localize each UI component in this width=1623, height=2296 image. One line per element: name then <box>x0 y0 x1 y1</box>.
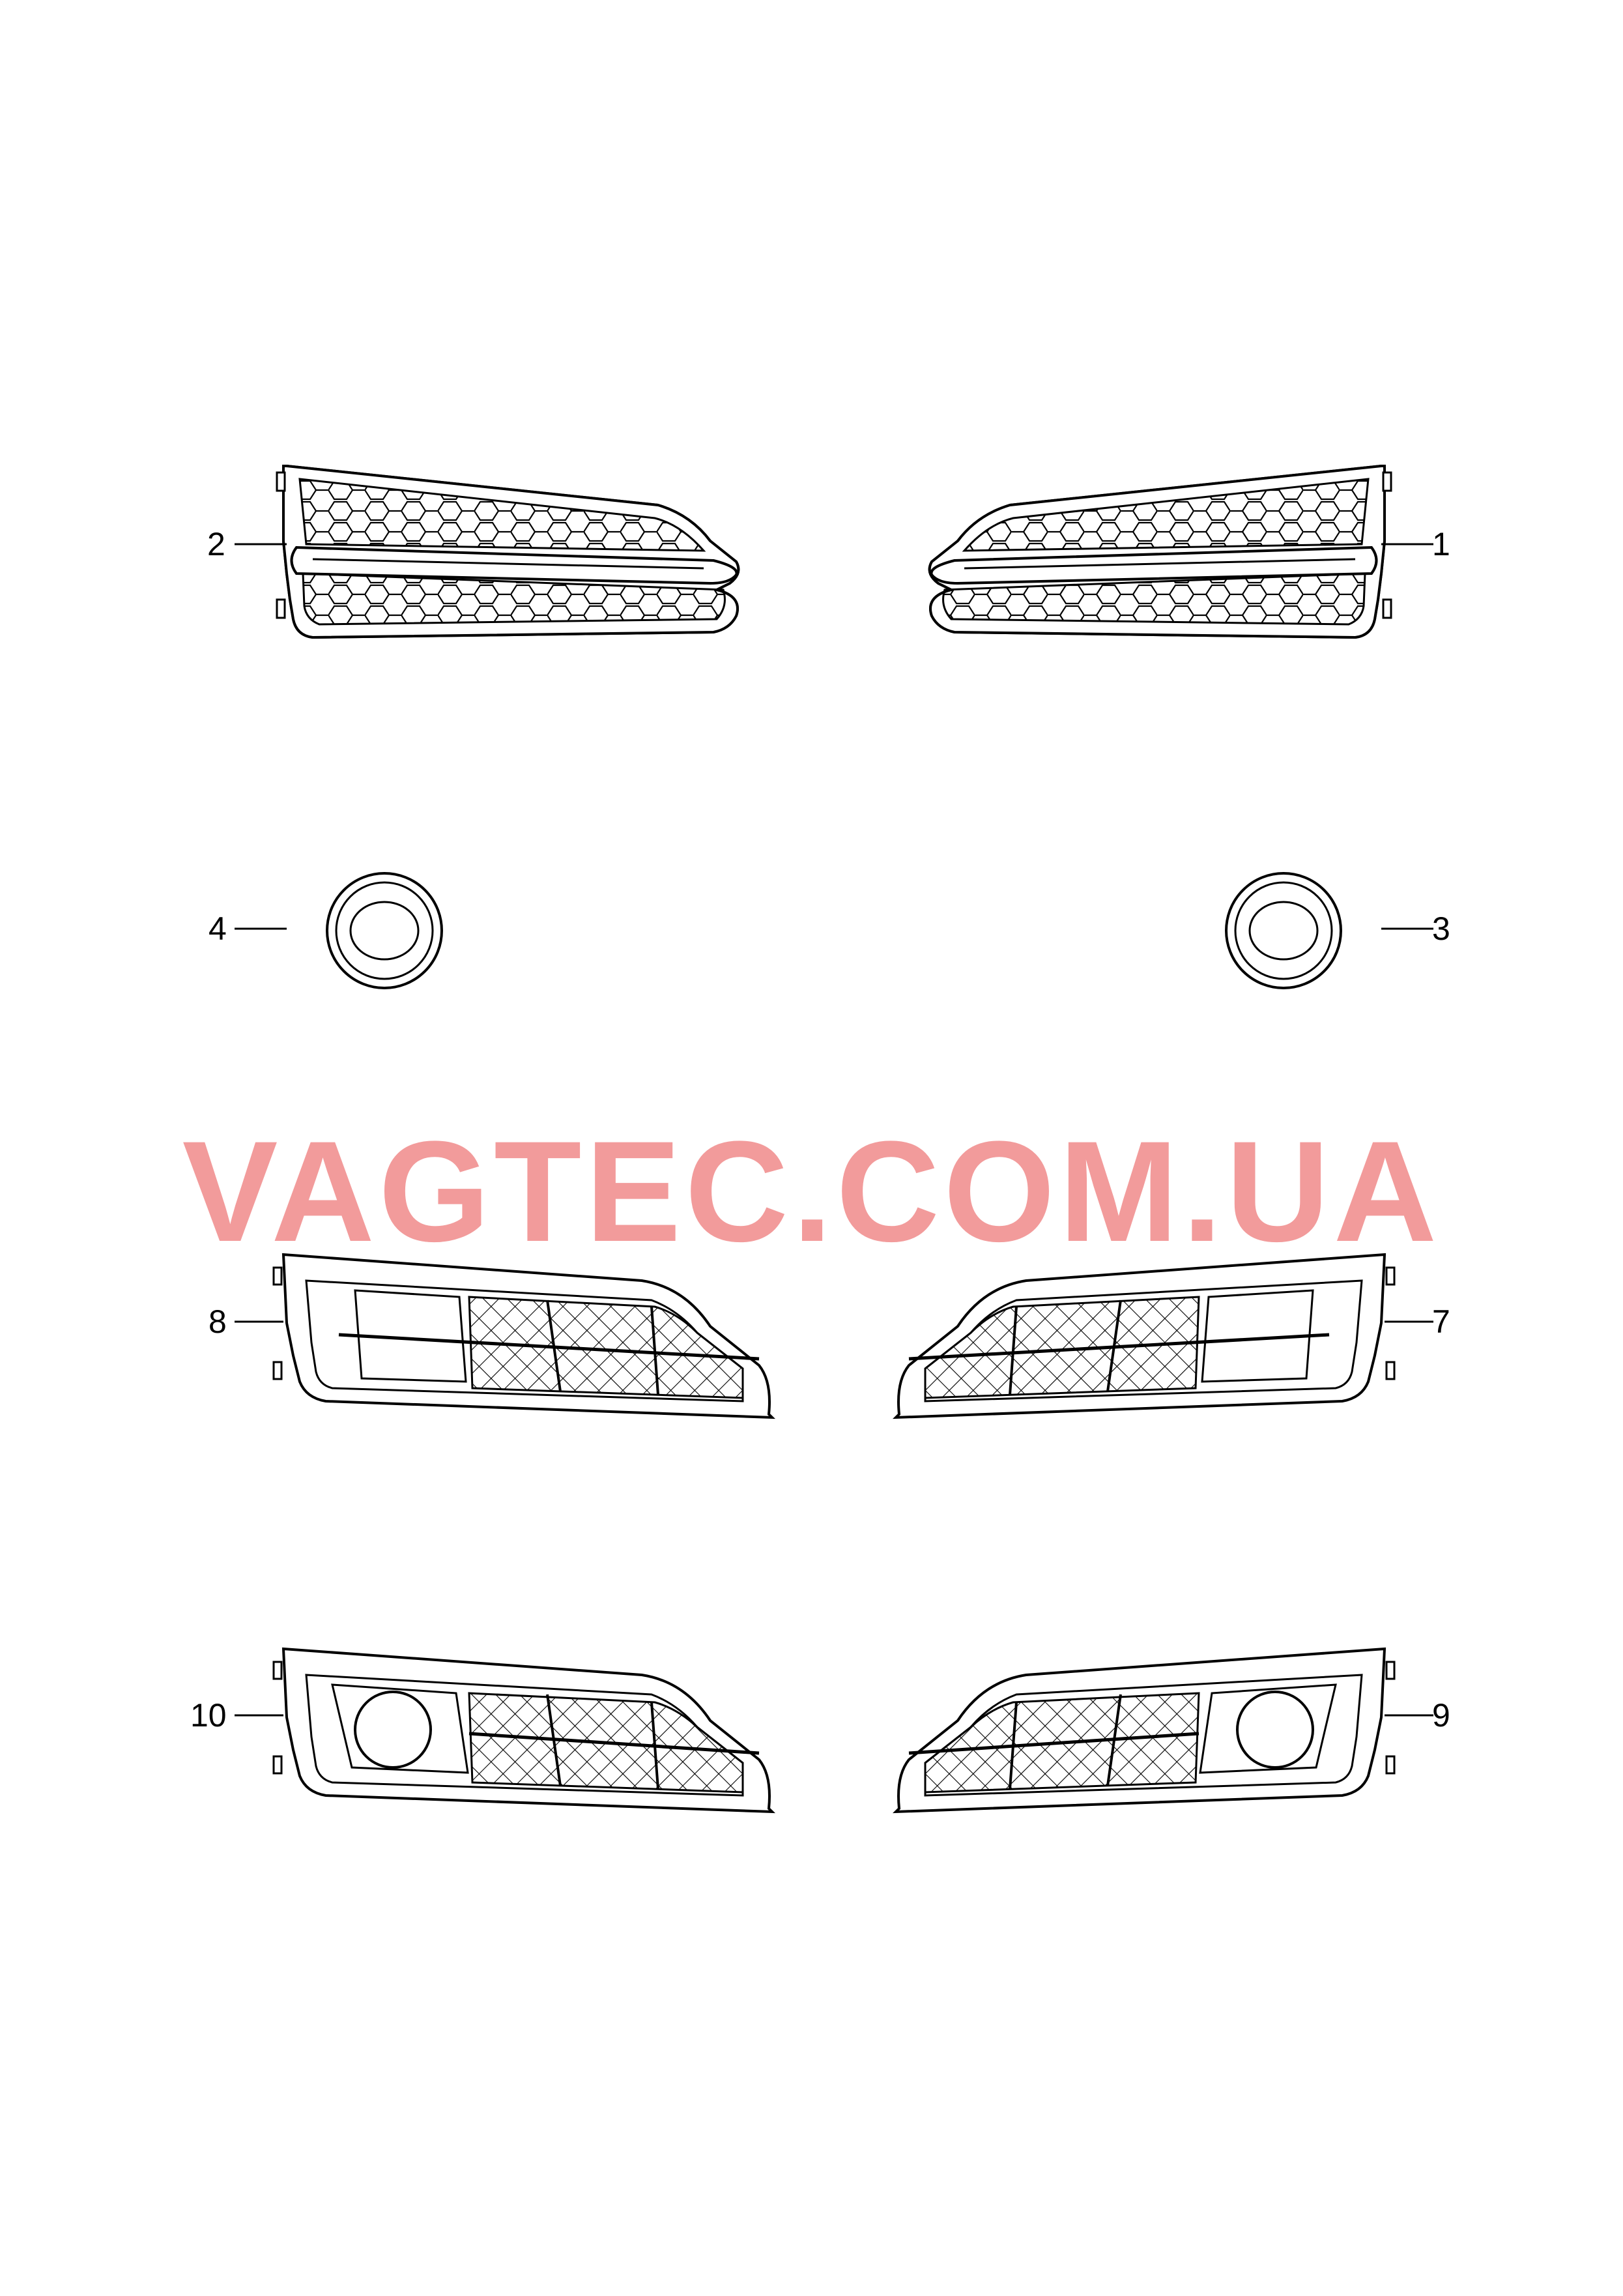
leader-lines <box>235 543 1433 1717</box>
part-number-7: 7 <box>1432 1303 1450 1340</box>
grille-part-7[interactable] <box>896 1255 1394 1417</box>
grille-part-8[interactable] <box>274 1255 772 1417</box>
grille-part-10[interactable] <box>274 1649 772 1812</box>
part-number-9: 9 <box>1432 1697 1450 1734</box>
part-number-10: 10 <box>190 1697 227 1734</box>
part-number-3: 3 <box>1432 910 1450 947</box>
part-number-1: 1 <box>1432 526 1450 562</box>
grille-part-3[interactable] <box>930 466 1391 988</box>
part-number-2: 2 <box>207 526 225 562</box>
part-number-8: 8 <box>208 1303 227 1340</box>
grille-part-4[interactable] <box>277 466 738 988</box>
grille-part-9[interactable] <box>896 1649 1394 1812</box>
part-number-4: 4 <box>208 910 227 947</box>
